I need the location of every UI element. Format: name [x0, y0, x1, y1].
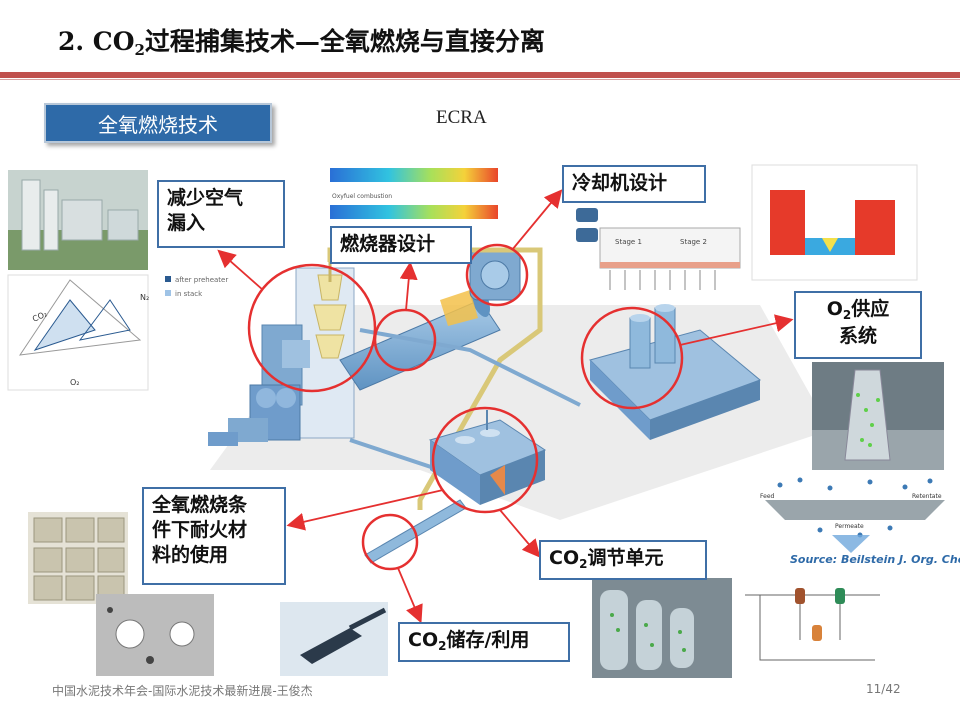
callout-circle-refractory [431, 406, 539, 514]
label-refractory: 全氧燃烧条 件下耐火材 料的使用 [142, 487, 286, 585]
callout-circle-storage [361, 513, 419, 571]
cooler-stage2: Stage 2 [680, 238, 707, 246]
inset-plant-photo [8, 170, 148, 270]
title-divider [0, 72, 960, 78]
membrane-permeate: Permeate [835, 523, 864, 530]
inset-nozzle-photo [280, 602, 388, 676]
label-air-leak: 减少空气 漏入 [157, 180, 285, 248]
source-caption: Source: Beilstein J. Org. Chem. [790, 553, 960, 566]
inset-process-flow-diagram [740, 578, 890, 678]
arrow-burner [399, 261, 418, 311]
arrow-storage [397, 567, 423, 624]
arrow-refractory [286, 489, 444, 531]
inset-co2-unit-photo [592, 578, 732, 678]
inset-o2-column-photo [812, 362, 944, 470]
label-co2-storage: CO2储存/利用 [398, 622, 570, 662]
flue-gas-duct-2 [349, 438, 441, 472]
callout-circle-burner [373, 308, 437, 372]
arrow-co2-unit [499, 509, 541, 558]
burner-head [469, 249, 521, 301]
inset-refractory-samples [28, 512, 128, 604]
arrow-o2-supply [679, 314, 794, 346]
inset-membrane-diagram: Feed Retentate Permeate Source: Beilstei… [752, 470, 960, 566]
co2-conditioning-unit [428, 410, 547, 505]
cooler-stage1: Stage 1 [615, 238, 642, 246]
inset-axis-n2: N₂ [140, 293, 149, 302]
membrane-retentate: Retentate [912, 493, 942, 500]
label-cooler-design: 冷却机设计 [562, 165, 706, 203]
legend-after-preheater: after preheater [175, 276, 228, 284]
inset-cfd-simulation [751, 164, 918, 281]
label-co2-conditioning: CO2调节单元 [539, 540, 707, 580]
arrow-cooler [511, 189, 563, 251]
label-o2-supply: O2供应 系统 [794, 291, 922, 359]
label-burner-design: 燃烧器设计 [330, 226, 472, 264]
callout-circle-air-leak [247, 263, 377, 393]
title-divider-thin [0, 79, 960, 80]
source-tag: ECRA [436, 107, 487, 128]
section-tag: 全氧燃烧技术 [44, 103, 272, 143]
preheater-tower [208, 262, 355, 446]
inset-micrograph [96, 594, 214, 676]
membrane-feed: Feed [760, 493, 775, 500]
inset-ternary-chart: CO₂ N₂ O₂ [7, 274, 149, 391]
callout-circle-o2-supply [580, 306, 684, 410]
air-separation-unit [589, 304, 761, 440]
burner-sim-caption: Oxyfuel combustion [332, 193, 392, 200]
footer-text: 中国水泥技术年会-国际水泥技术最新进展-王俊杰 [52, 684, 313, 698]
page-number: 11/42 [866, 682, 901, 696]
arrow-air-leak [217, 249, 264, 291]
flue-gas-duct [359, 328, 581, 407]
inset-cooler-schematic: Stage 1 Stage 2 [568, 192, 746, 298]
page-title: 2. CO2过程捕集技术—全氧燃烧与直接分离 [58, 27, 545, 59]
callout-circle-cooler [465, 243, 529, 307]
legend-in-stack: in stack [175, 290, 203, 298]
inset-axis-o2: O₂ [70, 378, 80, 387]
inset-burner-simulation: Oxyfuel combustion [328, 165, 500, 225]
